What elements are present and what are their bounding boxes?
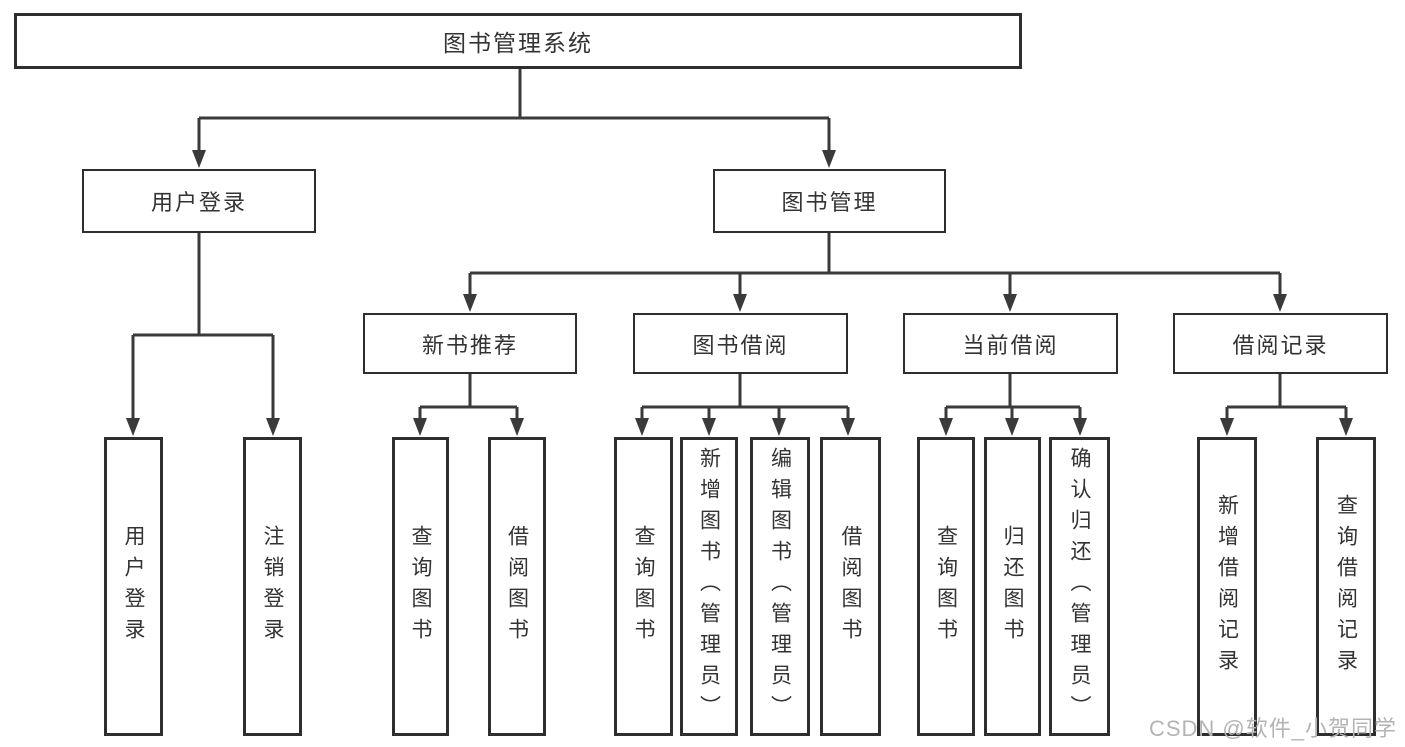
leaf-query-book-1: 查询图书 xyxy=(392,437,449,736)
node-book-management: 图书管理 xyxy=(713,169,946,233)
arrowheads xyxy=(126,150,1353,436)
leaf-borrow-book-2-label: 借阅图书 xyxy=(839,524,862,649)
leaf-query-book-2-label: 查询图书 xyxy=(632,524,655,649)
leaf-add-book-label: 新增图书（管理员） xyxy=(697,447,721,726)
node-borrow-record: 借阅记录 xyxy=(1173,313,1388,374)
leaf-add-borrow-record: 新增借阅记录 xyxy=(1197,437,1257,736)
leaf-query-borrow-record-label: 查询借阅记录 xyxy=(1334,493,1358,680)
leaf-borrow-book-1-label: 借阅图书 xyxy=(505,524,529,649)
node-current-borrow: 当前借阅 xyxy=(903,313,1118,374)
leaf-query-book-1-label: 查询图书 xyxy=(409,524,432,649)
leaf-user-login-label: 用户登录 xyxy=(122,524,145,649)
node-user-login: 用户登录 xyxy=(82,169,316,233)
node-book-borrow: 图书借阅 xyxy=(633,313,848,374)
leaf-user-login: 用户登录 xyxy=(104,437,163,736)
leaf-add-book: 新增图书（管理员） xyxy=(680,437,738,736)
leaf-borrow-book-2: 借阅图书 xyxy=(820,437,881,736)
leaf-query-book-3-label: 查询图书 xyxy=(934,524,958,649)
leaf-logout-label: 注销登录 xyxy=(261,524,284,649)
leaf-confirm-return: 确认归还（管理员） xyxy=(1049,437,1110,736)
leaf-confirm-return-label: 确认归还（管理员） xyxy=(1068,447,1091,726)
leaf-logout: 注销登录 xyxy=(243,437,302,736)
node-new-book-recommend: 新书推荐 xyxy=(363,313,577,374)
leaf-query-borrow-record: 查询借阅记录 xyxy=(1316,437,1376,736)
leaf-edit-book-label: 编辑图书（管理员） xyxy=(768,447,792,726)
leaf-return-book: 归还图书 xyxy=(984,437,1041,736)
leaf-edit-book: 编辑图书（管理员） xyxy=(750,437,810,736)
leaf-add-borrow-record-label: 新增借阅记录 xyxy=(1215,493,1239,680)
leaf-query-book-3: 查询图书 xyxy=(917,437,975,736)
leaf-borrow-book-1: 借阅图书 xyxy=(488,437,546,736)
leaf-query-book-2: 查询图书 xyxy=(614,437,673,736)
leaf-return-book-label: 归还图书 xyxy=(1001,524,1024,649)
node-root: 图书管理系统 xyxy=(14,13,1022,69)
